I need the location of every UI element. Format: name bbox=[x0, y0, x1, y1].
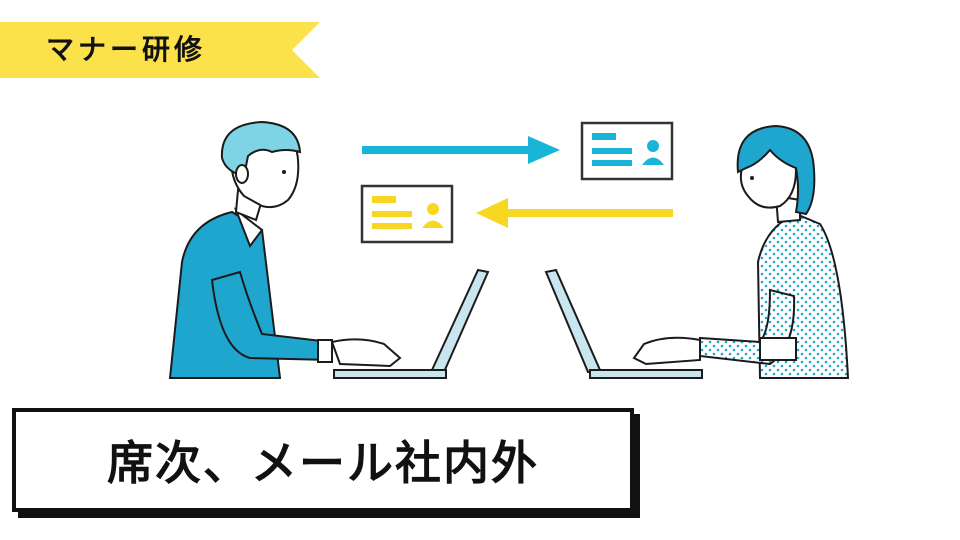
tag-label: マナー研修 bbox=[46, 33, 207, 66]
business-card-blue-icon bbox=[580, 121, 674, 181]
tag-banner-shape bbox=[0, 22, 320, 78]
woman-figure bbox=[632, 124, 850, 379]
laptop-right-icon bbox=[544, 268, 703, 379]
slide-title-box: 席次、メール社内外 bbox=[12, 408, 634, 512]
arrow-left-icon bbox=[476, 198, 673, 228]
slide-title: 席次、メール社内外 bbox=[107, 436, 539, 490]
laptop-left-icon bbox=[333, 268, 490, 379]
section-tag: マナー研修 bbox=[0, 22, 320, 78]
man-figure bbox=[168, 120, 402, 379]
business-card-yellow-icon bbox=[360, 184, 454, 244]
arrow-right-icon bbox=[362, 136, 560, 164]
